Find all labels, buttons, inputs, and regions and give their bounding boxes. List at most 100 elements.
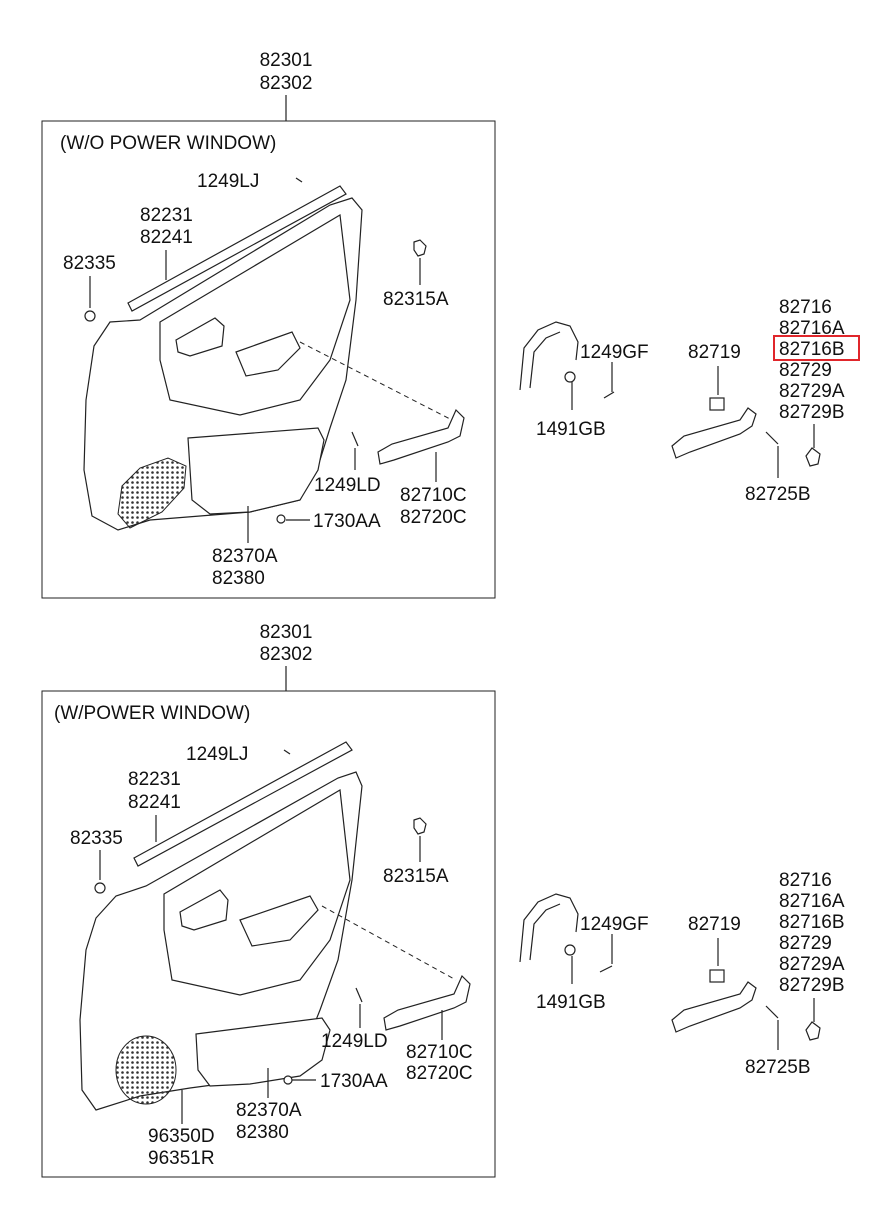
- screw-icon: [564, 371, 576, 383]
- pull-handle: [383, 974, 471, 1031]
- handle-part-82729[interactable]: 82729: [779, 933, 832, 954]
- bottom-section-frame: [41, 690, 496, 1178]
- grab-handle-bracket: [529, 903, 561, 961]
- door-trim-panel: [83, 177, 465, 531]
- part-label-1249LD[interactable]: 1249LD: [321, 1031, 388, 1052]
- part-label-1730AA[interactable]: 1730AA: [313, 511, 381, 532]
- part-label-82241[interactable]: 82241: [128, 792, 181, 813]
- part-label-82231[interactable]: 82231: [140, 205, 193, 226]
- handle-part-82729B[interactable]: 82729B: [779, 402, 845, 423]
- bottom-parent-part-2[interactable]: 82302: [260, 644, 313, 665]
- top-section: 82301 82302 (W/O POWER WINDOW) 1249LJ 82…: [41, 50, 496, 599]
- bottom-section-title: (W/POWER WINDOW): [54, 703, 250, 724]
- part-label-82315A[interactable]: 82315A: [383, 289, 449, 310]
- part-label-82719[interactable]: 82719: [688, 914, 741, 935]
- clip-fastener: [709, 397, 725, 411]
- clip-fastener: [413, 817, 427, 835]
- screw-icon: [603, 391, 615, 399]
- screw-icon: [765, 431, 779, 445]
- part-label-1249GF[interactable]: 1249GF: [580, 914, 649, 935]
- part-label-82370A[interactable]: 82370A: [212, 546, 278, 567]
- clip-fastener: [709, 969, 725, 983]
- handle-part-82716B[interactable]: 82716B: [779, 339, 845, 360]
- clip-fastener: [413, 239, 427, 257]
- handle-part-82729B[interactable]: 82729B: [779, 975, 845, 996]
- handle-part-82716[interactable]: 82716: [779, 870, 832, 891]
- screw-icon: [351, 431, 359, 447]
- handle-part-82716B[interactable]: 82716B: [779, 912, 845, 933]
- grab-handle: [671, 407, 757, 459]
- part-label-82231[interactable]: 82231: [128, 769, 181, 790]
- top-section-frame: [41, 120, 496, 599]
- bottom-side-parts: 1249GF 1491GB 82719 82725B 82716 82716A …: [519, 870, 845, 1078]
- part-label-82710C[interactable]: 82710C: [400, 485, 467, 506]
- power-window-switch: [239, 895, 319, 947]
- grab-handle-bracket: [519, 321, 579, 391]
- part-label-82720C[interactable]: 82720C: [406, 1063, 473, 1084]
- door-trim-panel: [79, 741, 471, 1111]
- armrest-area: [159, 214, 351, 416]
- part-label-82315A[interactable]: 82315A: [383, 866, 449, 887]
- part-label-82710C[interactable]: 82710C: [406, 1042, 473, 1063]
- armrest-pocket: [235, 331, 301, 377]
- screw-icon: [765, 1005, 779, 1019]
- clip-fastener: [276, 514, 286, 524]
- top-parent-part-1[interactable]: 82301: [260, 50, 313, 71]
- highlight-box: [773, 335, 860, 361]
- screw-icon: [295, 177, 303, 183]
- part-label-82335[interactable]: 82335: [63, 253, 116, 274]
- armrest-area: [163, 789, 351, 996]
- cap-icon: [805, 1021, 821, 1041]
- screw-icon: [564, 944, 576, 956]
- clip-fastener: [283, 1075, 293, 1085]
- handle-part-82729A[interactable]: 82729A: [779, 381, 845, 402]
- handle-part-82729[interactable]: 82729: [779, 360, 832, 381]
- part-label-1249LJ[interactable]: 1249LJ: [186, 744, 248, 765]
- part-label-96350D[interactable]: 96350D: [148, 1126, 215, 1147]
- top-side-parts: 1249GF 1491GB 82719 82725B 82716 82716A …: [519, 297, 860, 505]
- screw-icon: [599, 965, 613, 973]
- part-label-82241[interactable]: 82241: [140, 227, 193, 248]
- grab-handle-bracket: [529, 331, 561, 389]
- part-label-1491GB[interactable]: 1491GB: [536, 419, 606, 440]
- part-label-1249GF[interactable]: 1249GF: [580, 342, 649, 363]
- grab-handle-bracket: [519, 893, 579, 963]
- bottom-parent-part-1[interactable]: 82301: [260, 622, 313, 643]
- part-label-82725B[interactable]: 82725B: [745, 484, 811, 505]
- screw-icon: [355, 987, 363, 1003]
- part-label-82335[interactable]: 82335: [70, 828, 123, 849]
- part-label-1249LJ[interactable]: 1249LJ: [197, 171, 259, 192]
- speaker-grille: [115, 1035, 177, 1105]
- speaker-grille: [117, 457, 187, 529]
- part-label-1730AA[interactable]: 1730AA: [320, 1071, 388, 1092]
- part-label-96351R[interactable]: 96351R: [148, 1148, 215, 1169]
- part-label-82380[interactable]: 82380: [236, 1122, 289, 1143]
- belt-weatherstrip: [127, 185, 347, 312]
- handle-part-82729A[interactable]: 82729A: [779, 954, 845, 975]
- inside-handle-bezel: [175, 317, 225, 357]
- part-label-1491GB[interactable]: 1491GB: [536, 992, 606, 1013]
- grab-handle: [671, 981, 757, 1033]
- clip-fastener: [84, 310, 96, 322]
- belt-weatherstrip: [133, 741, 353, 867]
- top-parent-part-2[interactable]: 82302: [260, 73, 313, 94]
- part-label-82370A[interactable]: 82370A: [236, 1100, 302, 1121]
- part-label-82720C[interactable]: 82720C: [400, 507, 467, 528]
- handle-part-82716A[interactable]: 82716A: [779, 891, 845, 912]
- dashed-leader: [321, 905, 457, 981]
- clip-fastener: [94, 882, 106, 894]
- map-pocket: [187, 427, 325, 515]
- part-label-82380[interactable]: 82380: [212, 568, 265, 589]
- handle-part-82716[interactable]: 82716: [779, 297, 832, 318]
- screw-icon: [283, 749, 291, 755]
- part-label-82719[interactable]: 82719: [688, 342, 741, 363]
- inside-handle-bezel: [179, 889, 229, 931]
- part-label-82725B[interactable]: 82725B: [745, 1057, 811, 1078]
- part-label-1249LD[interactable]: 1249LD: [314, 475, 381, 496]
- handle-part-82716A[interactable]: 82716A: [779, 318, 845, 339]
- cap-icon: [805, 447, 821, 467]
- pull-handle: [377, 408, 465, 465]
- bottom-section: 82301 82302 (W/POWER WINDOW) 1249LJ 8223…: [41, 622, 496, 1178]
